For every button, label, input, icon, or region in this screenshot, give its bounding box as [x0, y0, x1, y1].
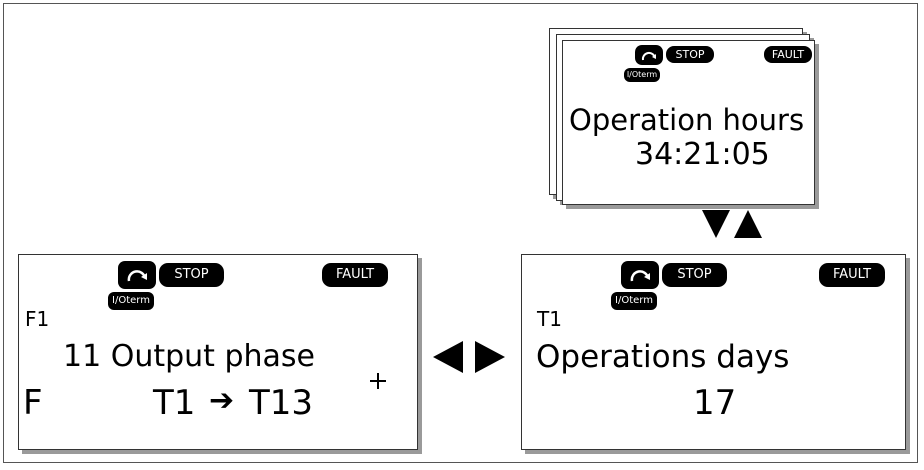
fault-indicator: FAULT: [322, 263, 388, 287]
figure-frame: [3, 3, 918, 463]
run-indicator: [621, 261, 659, 289]
io-terminal-indicator: I/Oterm: [624, 68, 660, 82]
display-line-2-to: T13: [249, 383, 314, 423]
display-line-2-from: T1: [153, 383, 196, 423]
triangle-up-icon: [734, 210, 762, 238]
browse-left-right-arrows: [433, 341, 505, 373]
display-line-1: 11 Output phase: [63, 339, 315, 374]
fault-indicator: FAULT: [764, 46, 812, 63]
io-terminal-indicator: I/Oterm: [611, 292, 657, 310]
display-line-1: Operations days: [536, 339, 790, 375]
display-line-2-arrow: ➔: [209, 383, 235, 418]
rotation-arrow-icon: [630, 270, 650, 282]
triangle-left-icon: [433, 341, 463, 373]
triangle-down-icon: [702, 210, 730, 238]
run-indicator: [118, 261, 156, 289]
triangle-right-icon: [475, 341, 505, 373]
run-indicator: [635, 45, 663, 65]
display-line-2: 17: [693, 383, 737, 423]
display-line-2-left: F: [23, 383, 43, 423]
keypad-display-operation-hours: STOP FAULT I/Oterm Operation hours 34:21…: [562, 40, 815, 205]
display-line-1: Operation hours: [569, 103, 805, 137]
stop-indicator: STOP: [666, 46, 714, 63]
keypad-display-operation-days: STOP FAULT I/Oterm T1 Operations days 17: [521, 254, 906, 450]
fault-indicator: FAULT: [819, 263, 885, 287]
menu-code: F1: [25, 307, 50, 331]
plus-cursor-icon: [370, 373, 386, 389]
keypad-display-fault-history: STOP FAULT I/Oterm F1 11 Output phase F …: [18, 254, 418, 450]
rotation-arrow-icon: [127, 270, 147, 282]
io-terminal-indicator: I/Oterm: [108, 292, 154, 310]
stop-indicator: STOP: [159, 263, 224, 287]
rotation-arrow-icon: [641, 51, 656, 61]
browse-up-down-arrows: [702, 210, 762, 238]
display-line-2: 34:21:05: [635, 137, 770, 172]
stop-indicator: STOP: [662, 263, 727, 287]
menu-code: T1: [537, 307, 562, 331]
